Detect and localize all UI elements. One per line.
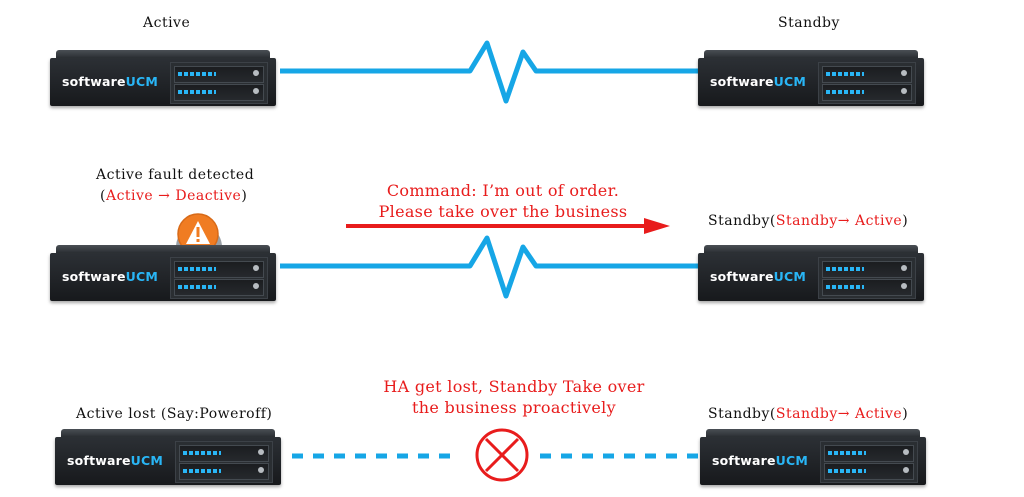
- paren-open: (: [100, 188, 106, 204]
- transition-active-deactive: Active → Deactive: [105, 188, 242, 204]
- device-brand: softwareUCM: [712, 453, 809, 468]
- drive-bays: [818, 257, 916, 299]
- ucm-device-active-row2: softwareUCM: [50, 245, 276, 301]
- drive-bays: [175, 441, 273, 483]
- failure-x-icon: [475, 428, 529, 482]
- drive-bays: [820, 441, 918, 483]
- ucm-device-active-row3: softwareUCM: [55, 429, 281, 485]
- device-brand: softwareUCM: [62, 269, 159, 284]
- standby-prefix: Standby(: [708, 213, 776, 229]
- drive-bays: [170, 257, 268, 299]
- drive-bays: [170, 62, 268, 104]
- drive-bays: [818, 62, 916, 104]
- standby-prefix: Standby(: [708, 406, 776, 422]
- command-arrow-head: [644, 218, 670, 234]
- command-message-line2: Please take over the business: [378, 202, 628, 221]
- ha-lost-message: HA get lost, Standby Take over the busin…: [344, 376, 684, 418]
- standby-suffix: ): [902, 406, 909, 422]
- label-active-transition: (Active → Deactive): [100, 188, 247, 204]
- warning-icon: [176, 213, 222, 255]
- label-active-fault: Active fault detected: [96, 167, 255, 183]
- label-standby: Standby: [778, 15, 840, 31]
- command-message-line1: Command: I’m out of order.: [386, 181, 620, 200]
- standby-suffix: ): [902, 213, 909, 229]
- device-brand: softwareUCM: [710, 269, 807, 284]
- ha-lost-message-line1: HA get lost, Standby Take over: [383, 377, 645, 396]
- transition-standby-active: Standby→ Active: [775, 213, 903, 229]
- ucm-device-active-row1: softwareUCM: [50, 50, 276, 106]
- ucm-device-standby-row1: softwareUCM: [698, 50, 924, 106]
- link-row2: [280, 235, 698, 299]
- device-brand: softwareUCM: [710, 74, 807, 89]
- label-active: Active: [143, 15, 191, 31]
- device-brand: softwareUCM: [62, 74, 159, 89]
- transition-standby-active: Standby→ Active: [775, 406, 903, 422]
- label-standby-transition-row2: Standby(Standby→ Active): [708, 213, 908, 229]
- label-standby-transition-row3: Standby(Standby→ Active): [708, 406, 908, 422]
- ha-lost-message-line2: the business proactively: [412, 398, 616, 417]
- paren-close: ): [241, 188, 248, 204]
- device-brand: softwareUCM: [67, 453, 164, 468]
- command-message: Command: I’m out of order. Please take o…: [344, 180, 662, 222]
- label-active-lost: Active lost (Say:Poweroff): [76, 406, 273, 422]
- ucm-device-standby-row3: softwareUCM: [700, 429, 926, 485]
- ucm-device-standby-row2: softwareUCM: [698, 245, 924, 301]
- link-row1: [280, 40, 698, 104]
